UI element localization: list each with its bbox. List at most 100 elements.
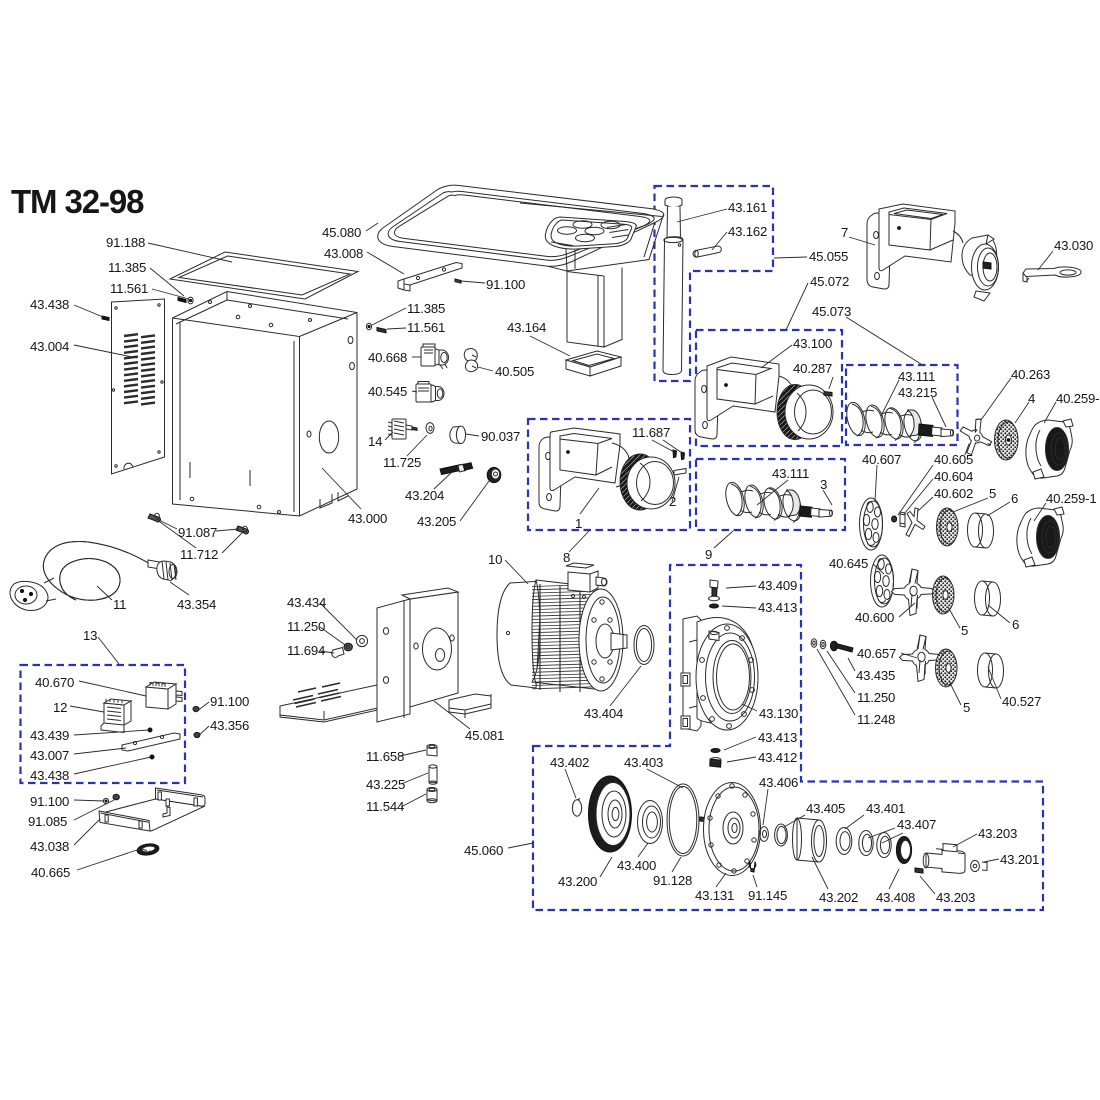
svg-text:11.248: 11.248 xyxy=(857,712,895,727)
svg-text:45.072: 45.072 xyxy=(810,274,849,289)
svg-text:45.055: 45.055 xyxy=(809,249,848,264)
svg-text:11.561: 11.561 xyxy=(110,281,148,296)
svg-text:40.287: 40.287 xyxy=(793,361,832,376)
svg-text:40.527: 40.527 xyxy=(1002,694,1041,709)
svg-text:45.081: 45.081 xyxy=(465,728,504,743)
svg-text:91.128: 91.128 xyxy=(653,873,692,888)
svg-text:40.670: 40.670 xyxy=(35,675,74,690)
svg-text:43.161: 43.161 xyxy=(728,200,767,215)
svg-text:43.435: 43.435 xyxy=(856,668,895,683)
svg-text:40.605: 40.605 xyxy=(934,452,973,467)
svg-text:43.438: 43.438 xyxy=(30,768,69,783)
svg-text:43.409: 43.409 xyxy=(758,578,797,593)
svg-text:43.407: 43.407 xyxy=(897,817,936,832)
svg-text:43.439: 43.439 xyxy=(30,728,69,743)
svg-text:11.725: 11.725 xyxy=(383,455,421,470)
svg-text:11.712: 11.712 xyxy=(180,547,218,562)
svg-text:5: 5 xyxy=(989,486,996,501)
svg-text:11.385: 11.385 xyxy=(108,260,146,275)
svg-text:11.250: 11.250 xyxy=(857,690,895,705)
svg-text:9: 9 xyxy=(705,547,712,562)
svg-text:43.215: 43.215 xyxy=(898,385,937,400)
svg-text:43.111: 43.111 xyxy=(772,466,809,481)
svg-text:5: 5 xyxy=(963,700,970,715)
svg-text:13: 13 xyxy=(83,628,97,643)
svg-text:43.408: 43.408 xyxy=(876,890,915,905)
svg-text:43.402: 43.402 xyxy=(550,755,589,770)
svg-text:40.259-1: 40.259-1 xyxy=(1056,391,1100,406)
svg-text:40.604: 40.604 xyxy=(934,469,973,484)
svg-text:91.085: 91.085 xyxy=(28,814,67,829)
svg-text:90.037: 90.037 xyxy=(481,429,520,444)
svg-text:TM 32-98: TM 32-98 xyxy=(11,183,144,220)
svg-text:43.038: 43.038 xyxy=(30,839,69,854)
svg-text:43.007: 43.007 xyxy=(30,748,69,763)
svg-text:40.665: 40.665 xyxy=(31,865,70,880)
svg-text:43.004: 43.004 xyxy=(30,339,69,354)
svg-text:43.201: 43.201 xyxy=(1000,852,1039,867)
svg-text:43.204: 43.204 xyxy=(405,488,444,503)
svg-text:40.607: 40.607 xyxy=(862,452,901,467)
svg-text:91.087: 91.087 xyxy=(178,525,217,540)
svg-text:43.413: 43.413 xyxy=(758,730,797,745)
svg-text:11.658: 11.658 xyxy=(366,749,404,764)
svg-text:40.645: 40.645 xyxy=(829,556,868,571)
svg-text:43.405: 43.405 xyxy=(806,801,845,816)
svg-text:40.545: 40.545 xyxy=(368,384,407,399)
svg-text:45.080: 45.080 xyxy=(322,225,361,240)
svg-text:43.225: 43.225 xyxy=(366,777,405,792)
svg-text:40.259-1: 40.259-1 xyxy=(1046,491,1096,506)
svg-text:5: 5 xyxy=(961,623,968,638)
svg-text:3: 3 xyxy=(820,477,827,492)
svg-text:40.657: 40.657 xyxy=(857,646,896,661)
svg-text:11: 11 xyxy=(113,597,126,612)
svg-text:43.404: 43.404 xyxy=(584,706,623,721)
svg-text:91.100: 91.100 xyxy=(486,277,525,292)
svg-text:2: 2 xyxy=(669,494,676,509)
svg-text:45.060: 45.060 xyxy=(464,843,503,858)
svg-text:6: 6 xyxy=(1012,617,1019,632)
svg-text:43.000: 43.000 xyxy=(348,511,387,526)
svg-text:43.111: 43.111 xyxy=(898,369,935,384)
svg-text:12: 12 xyxy=(53,700,67,715)
svg-text:43.202: 43.202 xyxy=(819,890,858,905)
svg-text:43.203: 43.203 xyxy=(936,890,975,905)
svg-text:11.687: 11.687 xyxy=(632,425,670,440)
svg-text:91.100: 91.100 xyxy=(30,794,69,809)
svg-text:43.356: 43.356 xyxy=(210,718,249,733)
svg-text:40.505: 40.505 xyxy=(495,364,534,379)
svg-text:11.544: 11.544 xyxy=(366,799,404,814)
svg-text:43.434: 43.434 xyxy=(287,595,326,610)
svg-text:43.203: 43.203 xyxy=(978,826,1017,841)
svg-text:14: 14 xyxy=(368,434,382,449)
svg-text:43.354: 43.354 xyxy=(177,597,216,612)
svg-text:43.030: 43.030 xyxy=(1054,238,1093,253)
svg-text:7: 7 xyxy=(841,225,848,240)
svg-text:40.602: 40.602 xyxy=(934,486,973,501)
svg-text:11.385: 11.385 xyxy=(407,301,445,316)
svg-text:11.250: 11.250 xyxy=(287,619,325,634)
svg-text:43.200: 43.200 xyxy=(558,874,597,889)
svg-text:43.130: 43.130 xyxy=(759,706,798,721)
svg-text:40.668: 40.668 xyxy=(368,350,407,365)
svg-text:43.438: 43.438 xyxy=(30,297,69,312)
svg-text:10: 10 xyxy=(488,552,502,567)
svg-text:43.406: 43.406 xyxy=(759,775,798,790)
svg-text:43.162: 43.162 xyxy=(728,224,767,239)
svg-text:43.100: 43.100 xyxy=(793,336,832,351)
svg-text:43.131: 43.131 xyxy=(695,888,734,903)
svg-text:43.205: 43.205 xyxy=(417,514,456,529)
svg-text:91.188: 91.188 xyxy=(106,235,145,250)
svg-text:43.401: 43.401 xyxy=(866,801,905,816)
svg-text:40.263: 40.263 xyxy=(1011,367,1050,382)
svg-text:4: 4 xyxy=(1028,391,1035,406)
svg-text:43.412: 43.412 xyxy=(758,750,797,765)
svg-text:43.400: 43.400 xyxy=(617,858,656,873)
svg-text:1: 1 xyxy=(575,516,582,531)
svg-text:8: 8 xyxy=(563,550,570,565)
svg-text:11.561: 11.561 xyxy=(407,320,445,335)
svg-text:40.600: 40.600 xyxy=(855,610,894,625)
svg-text:91.145: 91.145 xyxy=(748,888,787,903)
svg-text:11.694: 11.694 xyxy=(287,643,325,658)
svg-text:43.403: 43.403 xyxy=(624,755,663,770)
